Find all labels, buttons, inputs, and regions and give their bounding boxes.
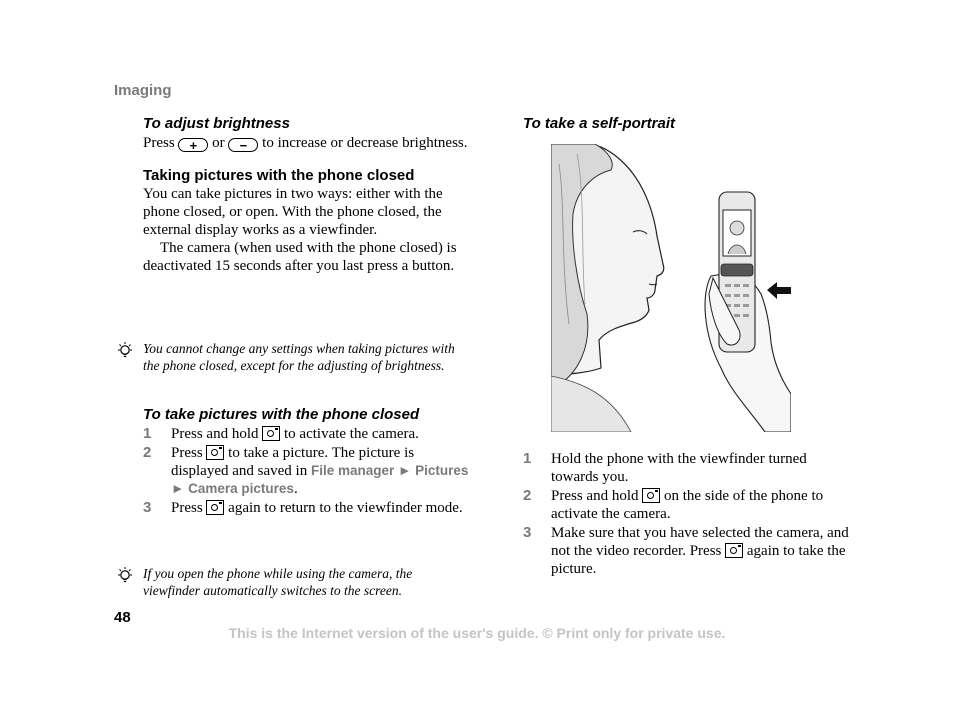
self-portrait-steps-wrap: 1 Hold the phone with the viewfinder tur… bbox=[523, 450, 853, 579]
self-portrait-illustration bbox=[551, 144, 791, 432]
step-number: 3 bbox=[523, 524, 532, 541]
step-text: again to return to the viewfinder mode. bbox=[228, 500, 463, 516]
list-item: 3 Make sure that you have selected the c… bbox=[523, 524, 853, 578]
take-title: To take pictures with the phone closed bbox=[143, 406, 420, 423]
camera-key-icon bbox=[725, 543, 744, 558]
list-item: 2 Press and hold on the side of the phon… bbox=[523, 487, 853, 523]
camera-key-icon bbox=[206, 445, 225, 460]
step-number: 2 bbox=[143, 444, 152, 461]
menu-arrow: ► bbox=[171, 481, 185, 496]
left-column: To adjust brightness Press + or − to inc… bbox=[143, 116, 473, 275]
brightness-text: Press + or − to increase or decrease bri… bbox=[143, 134, 473, 152]
self-portrait-steps: 1 Hold the phone with the viewfinder tur… bbox=[523, 450, 853, 578]
menu-arrow: ► bbox=[398, 463, 412, 478]
brightness-rest: to increase or decrease brightness. bbox=[262, 135, 468, 151]
list-item: 1 Press and hold to activate the camera. bbox=[143, 425, 473, 443]
lightbulb-icon bbox=[118, 567, 132, 583]
closed-title: Taking pictures with the phone closed bbox=[143, 167, 415, 184]
step-text: to take a picture. The picture is displa… bbox=[171, 445, 415, 479]
step-text: Press bbox=[171, 500, 203, 516]
list-item: 3 Press again to return to the viewfinde… bbox=[143, 499, 473, 517]
menu-path-camera-pictures: Camera pictures bbox=[188, 481, 294, 496]
step-number: 1 bbox=[143, 425, 152, 442]
page-number: 48 bbox=[114, 609, 131, 626]
tip-box-1: You cannot change any settings when taki… bbox=[114, 340, 474, 374]
tip-text-1: You cannot change any settings when taki… bbox=[143, 341, 455, 373]
brightness-or-word: or bbox=[212, 135, 225, 151]
step-text: Hold the phone with the viewfinder turne… bbox=[551, 451, 807, 485]
step-text: Press and hold bbox=[551, 488, 639, 504]
section-header: Imaging bbox=[114, 82, 172, 99]
step-number: 1 bbox=[523, 450, 532, 467]
right-column: To take a self-portrait bbox=[523, 116, 853, 132]
step-text: Press bbox=[171, 445, 203, 461]
camera-key-icon bbox=[206, 500, 225, 515]
step-text: Make sure that you have selected the cam… bbox=[551, 525, 849, 559]
closed-para-1: You can take pictures in two ways: eithe… bbox=[143, 186, 443, 238]
step-text: on the side of the phone to activate the… bbox=[551, 488, 824, 522]
menu-path-pictures: Pictures bbox=[415, 463, 469, 478]
minus-key-icon: − bbox=[228, 138, 259, 152]
closed-para-2: The camera (when used with the phone clo… bbox=[143, 240, 457, 274]
tip-text-2: If you open the phone while using the ca… bbox=[143, 566, 413, 598]
take-steps: 1 Press and hold to activate the camera.… bbox=[143, 425, 473, 517]
step-end: . bbox=[293, 481, 298, 497]
step-number: 3 bbox=[143, 499, 152, 516]
tip-box-2: If you open the phone while using the ca… bbox=[114, 565, 474, 599]
brightness-press-word: Press bbox=[143, 135, 175, 151]
lightbulb-icon bbox=[118, 342, 132, 358]
arrow-left-icon bbox=[767, 282, 791, 299]
camera-key-icon bbox=[262, 426, 281, 441]
footer-notice: This is the Internet version of the user… bbox=[228, 625, 726, 641]
step-text: Press and hold bbox=[171, 426, 259, 442]
step-number: 2 bbox=[523, 487, 532, 504]
take-section: To take pictures with the phone closed 1… bbox=[143, 407, 473, 518]
plus-key-icon: + bbox=[178, 138, 209, 152]
step-text: to activate the camera. bbox=[284, 426, 419, 442]
self-portrait-title: To take a self-portrait bbox=[523, 115, 675, 132]
list-item: 1 Hold the phone with the viewfinder tur… bbox=[523, 450, 853, 486]
brightness-title: To adjust brightness bbox=[143, 115, 290, 132]
camera-key-icon bbox=[642, 488, 661, 503]
step-text: again to take the picture. bbox=[551, 543, 846, 577]
list-item: 2 Press to take a picture. The picture i… bbox=[143, 444, 473, 498]
menu-path-file-manager: File manager bbox=[310, 463, 395, 478]
